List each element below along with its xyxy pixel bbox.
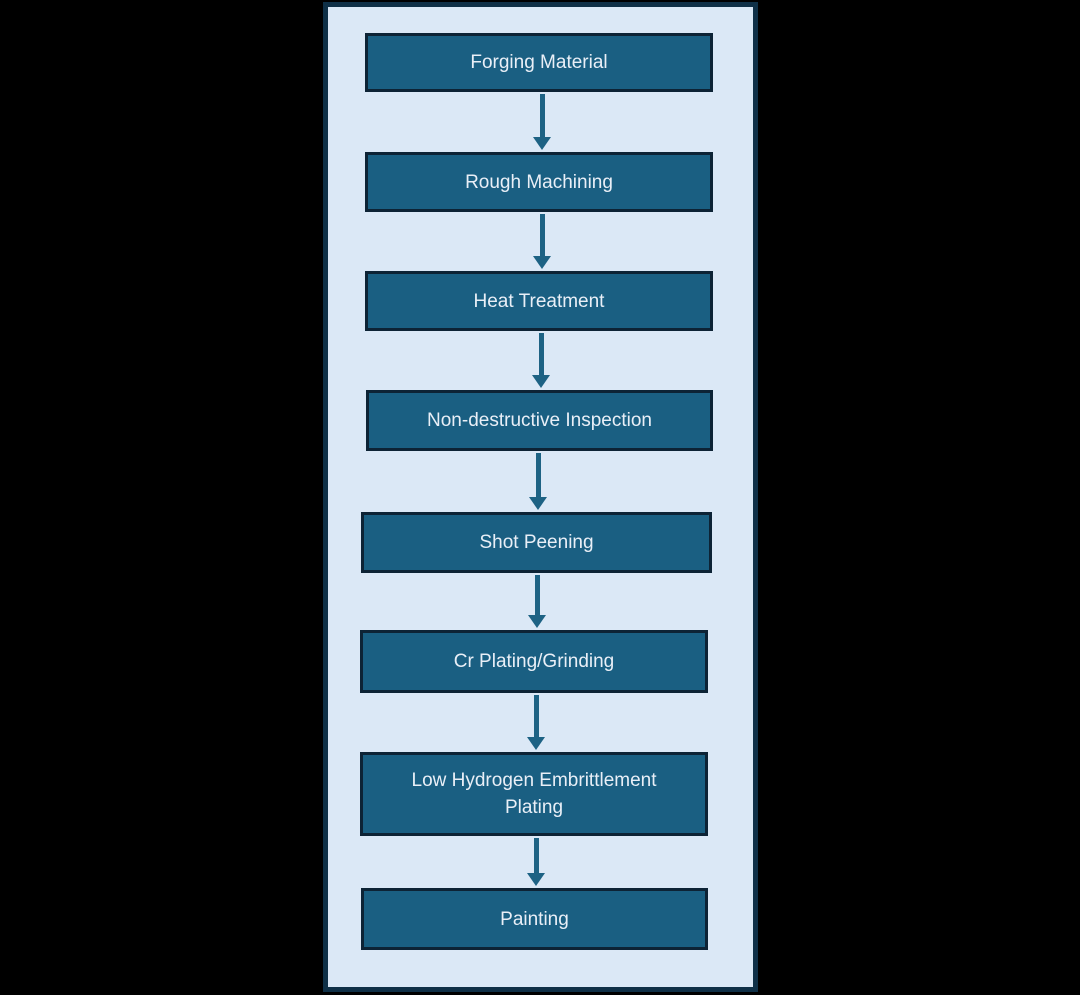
flow-step-box-7: Painting [361, 888, 708, 950]
down-arrow [528, 575, 546, 628]
arrow-head-icon [532, 375, 550, 388]
down-arrow [533, 214, 551, 269]
arrow-shaft [533, 695, 539, 737]
arrow-head-icon [533, 137, 551, 150]
arrow-shaft [539, 214, 545, 256]
flow-step-label: Non-destructive Inspection [427, 410, 652, 431]
down-arrow [533, 94, 551, 150]
flow-step-box-6: Low Hydrogen Embrittlement Plating [360, 752, 708, 836]
arrow-head-icon [533, 256, 551, 269]
flow-step-box-3: Non-destructive Inspection [366, 390, 713, 451]
flow-step-box-0: Forging Material [365, 33, 713, 92]
arrow-shaft [538, 333, 544, 375]
flow-step-box-1: Rough Machining [365, 152, 713, 212]
arrow-shaft [539, 94, 545, 137]
arrow-head-icon [527, 737, 545, 750]
down-arrow [532, 333, 550, 388]
arrow-shaft [534, 575, 540, 615]
flow-step-label: Cr Plating/Grinding [453, 651, 615, 672]
flow-step-label: Forging Material [470, 52, 608, 73]
arrow-head-icon [528, 615, 546, 628]
flow-step-box-4: Shot Peening [361, 512, 712, 573]
down-arrow [529, 453, 547, 510]
down-arrow [527, 695, 545, 750]
flow-step-box-5: Cr Plating/Grinding [360, 630, 708, 693]
arrow-head-icon [529, 497, 547, 510]
arrow-shaft [535, 453, 541, 497]
flow-step-box-2: Heat Treatment [365, 271, 713, 331]
arrow-head-icon [527, 873, 545, 886]
down-arrow [527, 838, 545, 886]
flow-step-label: Rough Machining [465, 171, 613, 193]
flow-step-label: Shot Peening [479, 532, 594, 553]
flow-step-label: Heat Treatment [473, 290, 605, 312]
flow-step-label: Low Hydrogen Embrittlement Plating [411, 770, 657, 818]
arrow-shaft [533, 838, 539, 873]
flow-step-label: Painting [500, 908, 569, 930]
